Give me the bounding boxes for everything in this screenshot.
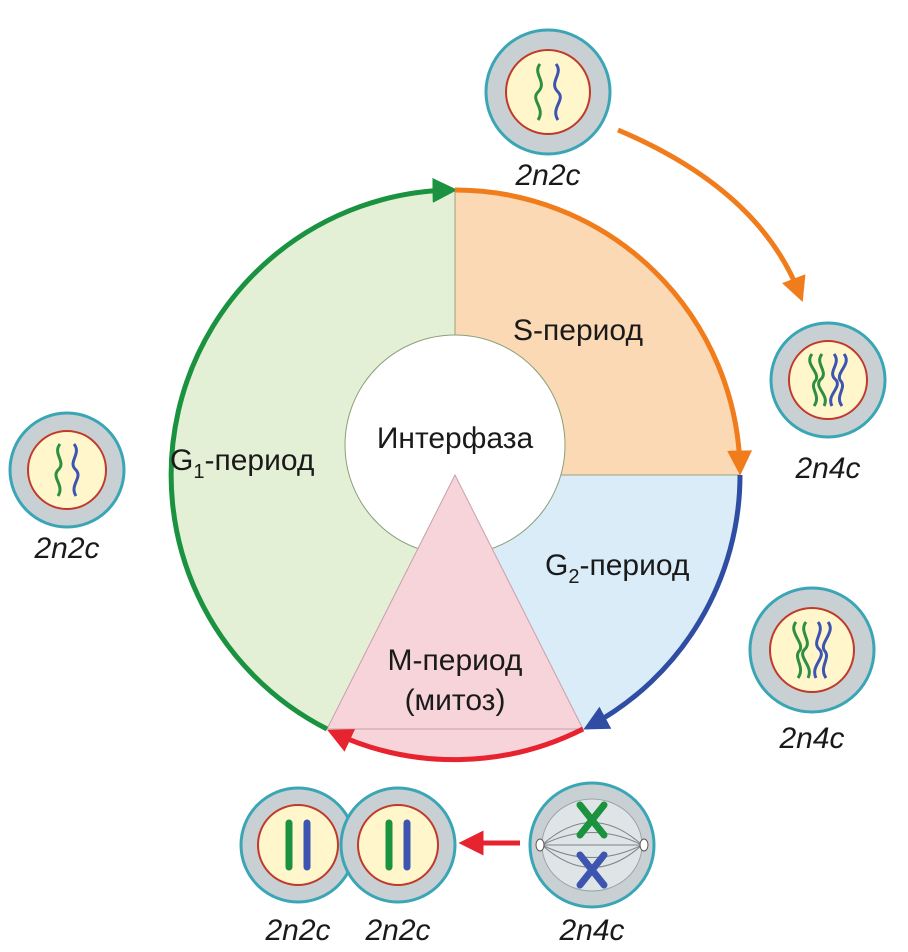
- cell-right-upper: [769, 321, 887, 439]
- caption-left: 2n2c: [33, 532, 99, 565]
- s-arc: [454, 187, 753, 476]
- interphase-label: Интерфаза: [377, 422, 534, 455]
- g1-arc: [168, 177, 458, 732]
- m-period-triangle: [326, 473, 584, 730]
- top-to-right-arrow: [617, 127, 806, 303]
- caption-mitosis: 2n4c: [558, 914, 624, 947]
- caption-right-lower: 2n4c: [778, 722, 844, 755]
- s-period-label: S-период: [513, 314, 643, 347]
- cell-top: [484, 28, 612, 156]
- cell-left: [8, 411, 126, 529]
- cell-right-lower: [748, 586, 876, 714]
- daughter-cell-left: [239, 786, 357, 904]
- caption-right-upper: 2n4c: [794, 452, 860, 485]
- caption-top: 2n2c: [514, 159, 580, 192]
- m-period-label: М-период: [388, 644, 523, 677]
- daughter-cell-right: [339, 786, 457, 904]
- m-arc: [327, 726, 585, 763]
- cell-mitosis: [528, 781, 656, 909]
- caption-daughter-left: 2n2c: [264, 914, 330, 947]
- mitosis-label: (митоз): [405, 684, 506, 717]
- g2-period-label: G2-период: [545, 549, 689, 588]
- g2-sector: [455, 475, 740, 729]
- g2-arc: [583, 474, 743, 730]
- g1-period-label: G1-период: [170, 444, 314, 483]
- caption-daughter-right: 2n2c: [364, 914, 430, 947]
